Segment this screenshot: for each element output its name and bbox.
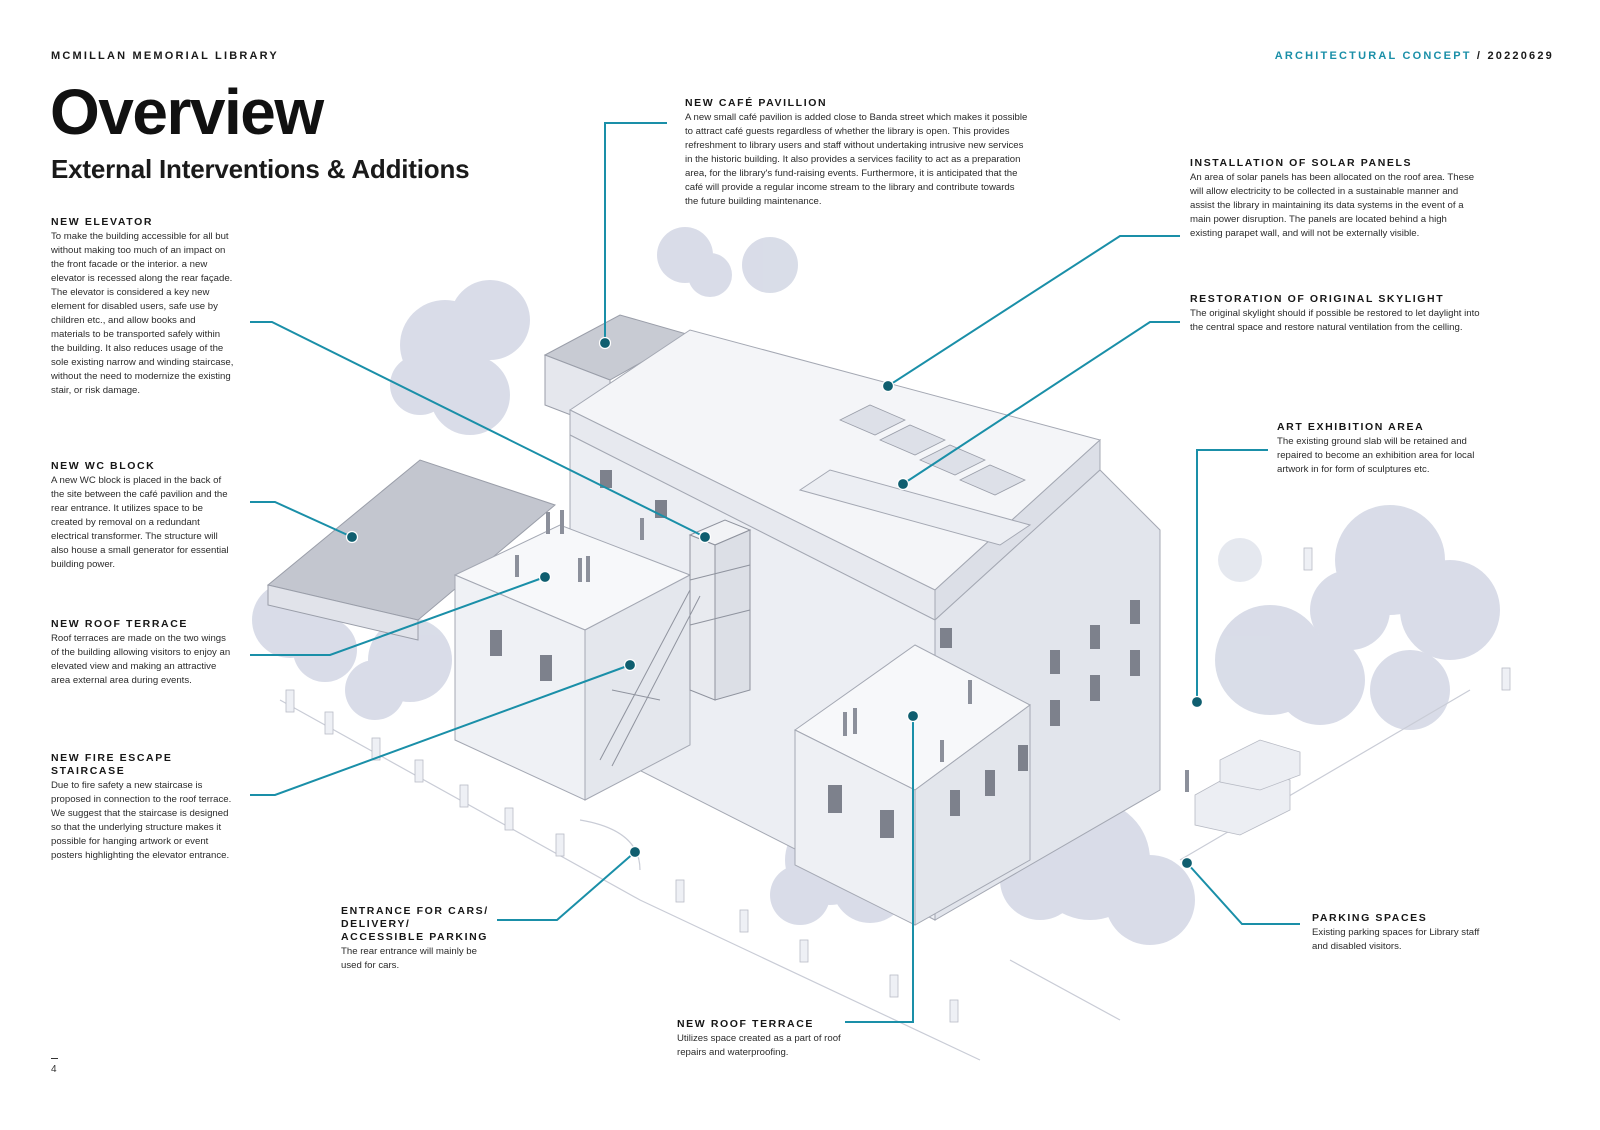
note-body: The rear entrance will mainly be used fo…: [341, 946, 477, 971]
document-date: 20220629: [1487, 50, 1554, 62]
note-new-elevator: NEW ELEVATOR To make the building access…: [51, 216, 236, 398]
fire-escape-stair: [599, 589, 701, 767]
note-installation-of-solar-panels: INSTALLATION OF SOLAR PANELS An area of …: [1190, 157, 1475, 241]
note-new-wc-block: NEW WC BLOCK A new WC block is placed in…: [51, 460, 236, 572]
note-body: An area of solar panels has been allocat…: [1190, 172, 1475, 239]
note-body: The existing ground slab will be retaine…: [1277, 436, 1475, 475]
parked-cars: [1194, 739, 1301, 836]
people-figures: [515, 510, 1189, 792]
note-heading: NEW ROOF TERRACE: [51, 618, 189, 630]
elevator-tower: [688, 519, 752, 701]
note-body: The original skylight should if possible…: [1190, 308, 1480, 333]
note-body: To make the building accessible for all …: [51, 231, 234, 396]
left-wing: [453, 524, 692, 801]
note-heading: NEW FIRE ESCAPE STAIRCASE: [51, 752, 173, 777]
note-body: Utilizes space created as a part of roof…: [677, 1033, 841, 1058]
document-type: ARCHITECTURAL CONCEPT / 20220629: [1275, 50, 1554, 62]
note-body: A new WC block is placed in the back of …: [51, 475, 229, 570]
note-new-cafe-pavillion: NEW CAFÉ PAVILLION A new small café pavi…: [685, 97, 1030, 209]
note-body: A new small café pavilion is added close…: [685, 112, 1028, 207]
note-art-exhibition-area: ART EXHIBITION AREA The existing ground …: [1277, 421, 1477, 477]
page-subtitle: External Interventions & Additions: [51, 154, 470, 184]
solar-panels: [839, 404, 1026, 496]
note-heading: NEW ROOF TERRACE: [677, 1018, 815, 1030]
note-heading: ART EXHIBITION AREA: [1277, 421, 1425, 433]
page-number: 4: [51, 1058, 58, 1075]
note-body: Existing parking spaces for Library staf…: [1312, 927, 1480, 952]
note-heading: NEW CAFÉ PAVILLION: [685, 97, 828, 109]
note-body: Roof terraces are made on the two wings …: [51, 633, 231, 686]
leader-dots: [345, 336, 1204, 870]
header-separator: /: [1471, 50, 1488, 62]
note-entrance-for-cars: ENTRANCE FOR CARS/ DELIVERY/ ACCESSIBLE …: [341, 905, 496, 973]
fence-posts: [285, 547, 1511, 1023]
wc-block-roof: [266, 459, 557, 641]
note-new-fire-escape-staircase: NEW FIRE ESCAPE STAIRCASE Due to fire sa…: [51, 752, 236, 863]
windows: [490, 470, 1140, 838]
note-heading: PARKING SPACES: [1312, 912, 1428, 924]
right-wing: [794, 644, 1031, 926]
note-heading: NEW WC BLOCK: [51, 460, 156, 472]
note-parking-spaces: PARKING SPACES Existing parking spaces f…: [1312, 912, 1487, 954]
note-heading: NEW ELEVATOR: [51, 216, 154, 228]
note-heading: ENTRANCE FOR CARS/ DELIVERY/ ACCESSIBLE …: [341, 905, 489, 943]
leader-lines: [250, 122, 1300, 1023]
project-name: MCMILLAN MEMORIAL LIBRARY: [51, 50, 279, 62]
concept-label: ARCHITECTURAL CONCEPT: [1274, 50, 1472, 62]
note-heading: RESTORATION OF ORIGINAL SKYLIGHT: [1190, 293, 1445, 305]
page-title: Overview: [50, 76, 324, 148]
note-new-roof-terrace-bottom: NEW ROOF TERRACE Utilizes space created …: [677, 1018, 847, 1060]
note-heading: INSTALLATION OF SOLAR PANELS: [1190, 157, 1413, 169]
note-body: Due to fire safety a new staircase is pr…: [51, 780, 232, 861]
note-restoration-of-original-skylight: RESTORATION OF ORIGINAL SKYLIGHT The ori…: [1190, 293, 1480, 335]
note-new-roof-terrace-left: NEW ROOF TERRACE Roof terraces are made …: [51, 618, 236, 688]
